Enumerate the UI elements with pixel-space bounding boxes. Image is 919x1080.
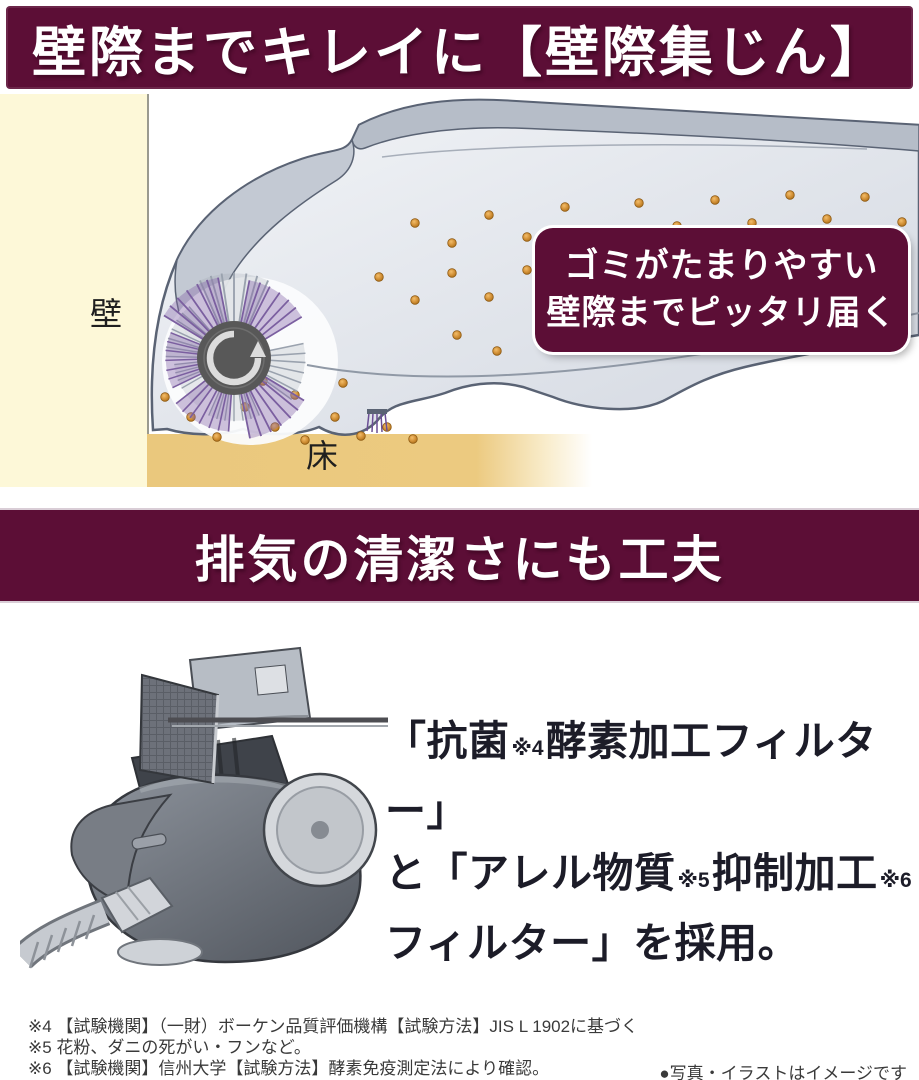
filter-description: 「抗菌※4酵素加工フィルター」 と「アレル物質※5抑制加工※6 フィルター」を採… [385, 710, 919, 974]
wall-label: 壁 [90, 296, 123, 332]
filter-pointer-line [168, 717, 388, 727]
wall-reach-callout: ゴミがたまりやすい 壁際までピッタリ届く [535, 228, 908, 352]
filter-description-line2: と「アレル物質※5抑制加工※6 [385, 850, 912, 896]
footnote-ref-6: ※6 [879, 869, 912, 892]
floor-label: 床 [306, 438, 339, 474]
rotation-arrow-icon [206, 330, 266, 386]
filter-vacuum-illustration [20, 646, 388, 969]
wall-surface [0, 94, 149, 487]
footnote-4: ※4 【試験機関】（一財）ボーケン品質評価機構【試験方法】JIS L 1902に… [28, 1017, 639, 1036]
caster-foot [117, 938, 203, 966]
headline-exhaust-banner: 排気の清潔さにも工夫 [0, 508, 919, 603]
front-platform [70, 793, 173, 904]
footnote-5: ※5 花粉、ダニの死がい・フンなど。 [28, 1038, 311, 1057]
headline-wall-dust-banner: 壁際までキレイに【壁際集じん】 [6, 6, 913, 89]
rotating-brush-icon [197, 321, 271, 395]
callout-line2: 壁際までピッタリ届く [546, 294, 897, 332]
image-disclaimer: ●写真・イラストはイメージです [659, 1064, 907, 1080]
suction-hose [20, 876, 174, 969]
footnote-ref-5: ※5 [677, 869, 710, 892]
headline-exhaust-text: 排気の清潔さにも工夫 [194, 531, 725, 588]
rear-wheel [262, 772, 378, 888]
footnotes: ※4 【試験機関】（一財）ボーケン品質評価機構【試験方法】JIS L 1902に… [28, 1016, 638, 1079]
footnote-ref-4: ※4 [511, 737, 544, 760]
floor-surface [147, 434, 592, 487]
callout-line1: ゴミがたまりやすい [564, 247, 879, 285]
headline-wall-dust-text: 壁際までキレイに【壁際集じん】 [32, 23, 887, 83]
filter-description-line1: 「抗菌※4酵素加工フィルター」 [385, 718, 877, 834]
rear-comb-bristles [366, 409, 388, 433]
footnote-6: ※6 【試験機関】信州大学【試験方法】酵素免疫測定法により確認。 [28, 1059, 550, 1078]
filter-plate [138, 673, 220, 785]
filter-description-line3: フィルター」を採用。 [385, 920, 800, 966]
